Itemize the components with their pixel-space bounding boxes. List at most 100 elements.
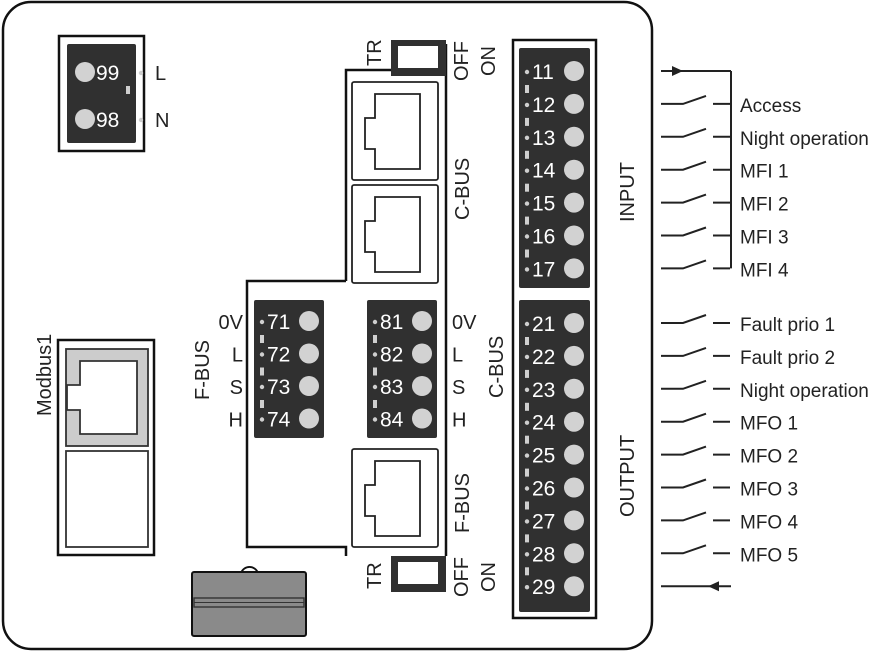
screw-icon[interactable]	[564, 126, 584, 147]
screw-icon[interactable]	[299, 311, 319, 331]
screw-icon[interactable]	[564, 411, 584, 432]
terminal-23[interactable]: 23	[524, 378, 584, 402]
terminal-14[interactable]: 14	[524, 159, 584, 183]
terminal-number: 14	[532, 160, 556, 183]
screw-icon[interactable]	[75, 62, 95, 82]
terminal-number: 17	[532, 258, 555, 281]
terminal-72[interactable]: 72	[259, 343, 319, 367]
separator-mark	[373, 400, 377, 408]
top-switch-tr-label: TR	[364, 39, 386, 66]
terminal-13[interactable]: 13	[524, 126, 584, 150]
terminal-98[interactable]: 98	[75, 109, 144, 132]
screw-icon[interactable]	[412, 343, 432, 364]
screw-icon[interactable]	[299, 408, 319, 429]
screw-icon[interactable]	[299, 343, 319, 364]
terminal-12[interactable]: 12	[524, 93, 584, 117]
screw-icon[interactable]	[564, 93, 584, 114]
terminal-82[interactable]: 82	[372, 343, 432, 367]
terminal-99[interactable]: 99	[75, 62, 144, 85]
termination-switch-top[interactable]	[391, 40, 446, 76]
screw-icon[interactable]	[564, 225, 584, 246]
terminal-73[interactable]: 73	[259, 376, 319, 399]
terminal-number: 23	[532, 379, 555, 402]
led-dot-icon	[524, 420, 530, 425]
screw-icon[interactable]	[564, 510, 584, 531]
terminal-74[interactable]: 74	[259, 408, 319, 432]
input-contact-16: MFI 3	[661, 226, 789, 249]
screw-icon[interactable]	[564, 313, 584, 333]
terminal-22[interactable]: 22	[524, 345, 584, 369]
input-contact-13: Night operation	[661, 127, 869, 150]
port-housing-outline-top	[344, 68, 391, 281]
input-label: INPUT	[617, 162, 639, 222]
led-dot-icon	[524, 234, 530, 239]
terminal-21[interactable]: 21	[524, 313, 584, 336]
terminal-16[interactable]: 16	[524, 225, 584, 249]
cbus-signal-label: L	[452, 345, 463, 367]
screw-icon[interactable]	[75, 109, 95, 129]
separator-mark	[525, 337, 529, 345]
switch-slider[interactable]	[398, 46, 438, 68]
terminal-28[interactable]: 28	[524, 543, 584, 566]
switch-contact-icon	[661, 511, 707, 522]
top-switch-off-label: OFF	[451, 41, 473, 81]
terminal-number: 72	[267, 344, 290, 367]
screw-icon[interactable]	[564, 543, 584, 564]
terminal-17[interactable]: 17	[524, 258, 584, 281]
separator-mark	[525, 150, 529, 159]
terminal-81[interactable]: 81	[372, 311, 432, 334]
screw-icon[interactable]	[564, 61, 584, 81]
switch-contact-icon	[661, 94, 707, 105]
screw-icon[interactable]	[564, 576, 584, 597]
terminal-84[interactable]: 84	[372, 408, 432, 432]
screw-icon[interactable]	[412, 376, 432, 396]
screw-icon[interactable]	[412, 311, 432, 331]
terminal-83[interactable]: 83	[372, 376, 432, 399]
screw-icon[interactable]	[412, 408, 432, 429]
input-function-label: Access	[740, 96, 801, 117]
led-dot-icon	[524, 102, 530, 108]
input-function-label: MFI 4	[740, 260, 789, 281]
screw-icon[interactable]	[564, 345, 584, 366]
input-function-label: Night operation	[740, 129, 869, 150]
modbus-port[interactable]	[56, 338, 156, 557]
termination-switch-bottom[interactable]	[391, 556, 446, 592]
separator-mark	[525, 183, 529, 192]
input-function-label: MFI 3	[740, 228, 789, 249]
separator-mark	[126, 86, 130, 94]
terminal-26[interactable]: 26	[524, 477, 584, 501]
switch-contact-icon	[661, 379, 707, 390]
screw-icon[interactable]	[564, 444, 584, 465]
input-function-label: MFI 2	[740, 195, 789, 216]
input-contact-12: Access	[661, 94, 801, 117]
terminal-15[interactable]: 15	[524, 192, 584, 216]
terminal-71[interactable]: 71	[259, 311, 319, 334]
terminal-number: 81	[380, 311, 403, 334]
screw-icon[interactable]	[564, 258, 584, 279]
screw-icon[interactable]	[564, 378, 584, 399]
terminal-11[interactable]: 11	[524, 61, 584, 84]
terminal-27[interactable]: 27	[524, 510, 584, 533]
terminal-25[interactable]: 25	[524, 444, 584, 468]
switch-slider[interactable]	[398, 562, 438, 584]
separator-mark	[525, 117, 529, 126]
fbus-signal-label: S	[230, 377, 243, 399]
screw-icon[interactable]	[564, 477, 584, 498]
terminal-number: 29	[532, 576, 555, 599]
separator-mark	[525, 85, 529, 93]
fbus-port[interactable]	[351, 448, 439, 548]
cbus-port-1[interactable]	[351, 81, 439, 181]
output-contact-28: MFO 5	[661, 544, 798, 566]
output-terminal-block	[519, 300, 590, 612]
cbus-port-2[interactable]	[351, 184, 439, 284]
led-dot-icon	[372, 417, 378, 422]
screw-icon[interactable]	[299, 376, 319, 396]
separator-mark	[525, 534, 529, 543]
rj45-jack-icon	[364, 196, 421, 273]
screw-icon[interactable]	[564, 192, 584, 213]
screw-icon[interactable]	[564, 159, 584, 180]
terminal-24[interactable]: 24	[524, 411, 584, 435]
led-dot-icon	[259, 319, 265, 325]
terminal-29[interactable]: 29	[524, 576, 584, 599]
